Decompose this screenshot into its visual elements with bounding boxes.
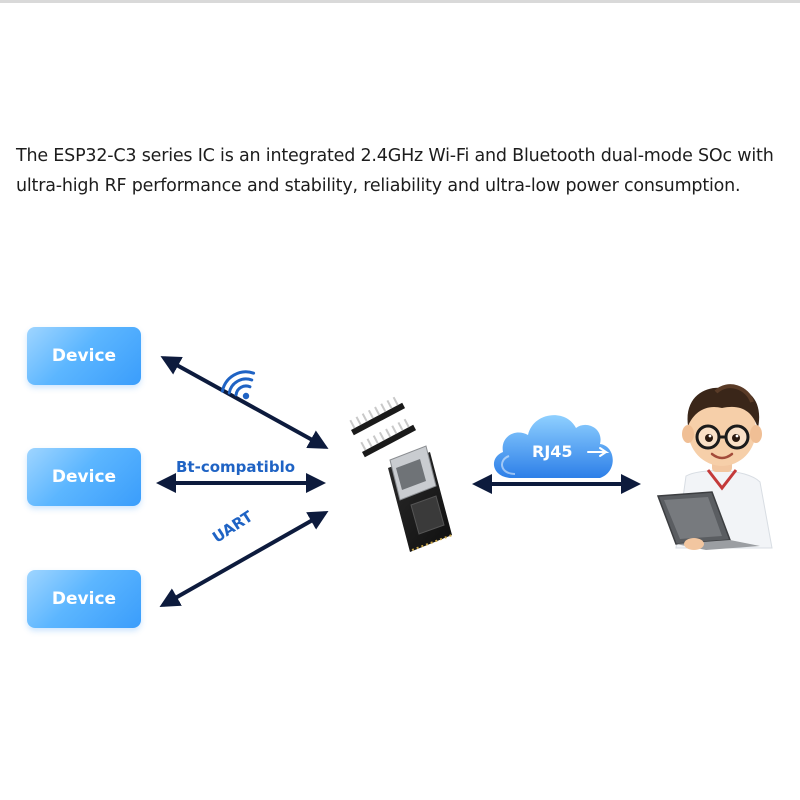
rj45-link-label: RJ45: [532, 442, 573, 461]
description-text: The ESP32-C3 series IC is an integrated …: [16, 141, 796, 201]
bluetooth-link-label: Bt-compatiblo: [176, 458, 296, 476]
device-box-1: Device: [27, 327, 141, 385]
description-line-2: ultra-high RF performance and stability,…: [16, 176, 741, 196]
arrow-device1-to-module: [160, 356, 329, 449]
esp32-board-icon: [349, 396, 453, 552]
user-with-laptop-icon: [656, 384, 773, 550]
arrow-device3-to-module: [159, 511, 329, 607]
top-divider: [0, 0, 800, 3]
device-label: Device: [51, 589, 117, 609]
wifi-icon: [220, 370, 256, 400]
description-line-1: The ESP32-C3 series IC is an integrated …: [16, 146, 774, 166]
device-label: Device: [51, 467, 117, 487]
device-label: Device: [51, 346, 117, 366]
cloud-icon: [493, 415, 613, 478]
device-box-2: Device: [27, 448, 141, 506]
device-box-3: Device: [27, 570, 141, 628]
